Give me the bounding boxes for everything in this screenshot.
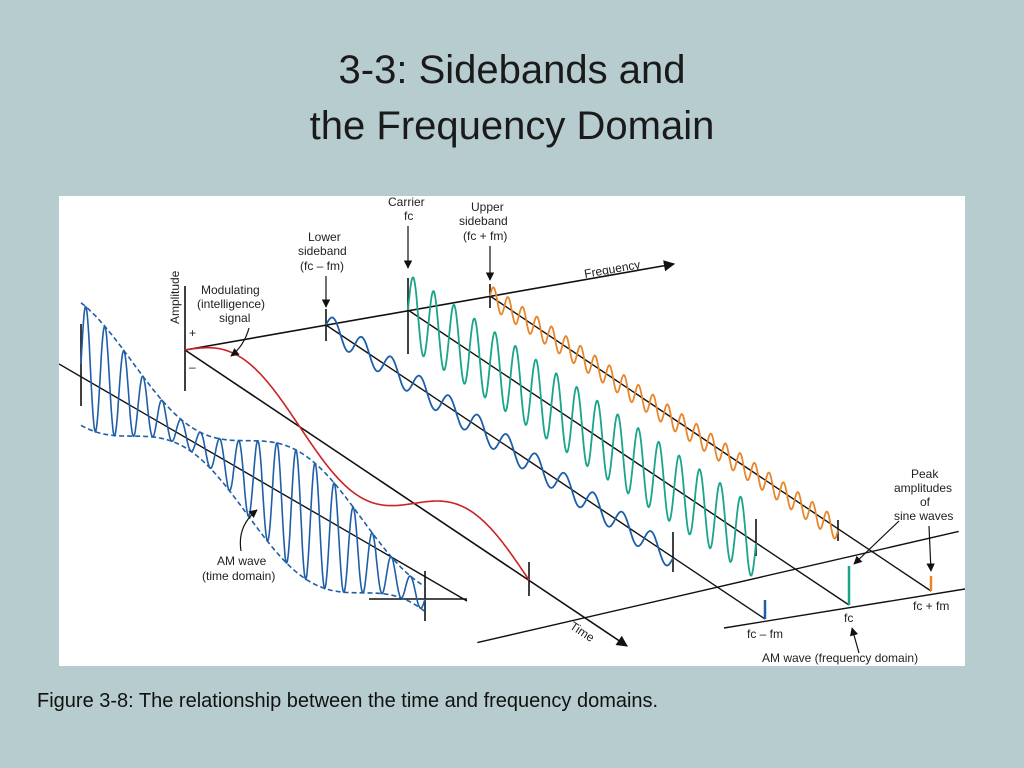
title-line-1: 3-3: Sidebands and — [338, 48, 686, 92]
title-line-2: the Frequency Domain — [309, 104, 715, 148]
am-time-axis — [59, 363, 468, 602]
upper-sideband-baseline — [489, 295, 932, 592]
frequency-domain-baseline — [723, 588, 965, 629]
am-frequency-domain-label: AM wave (frequency domain) — [762, 651, 918, 665]
am-envelope-top — [80, 302, 426, 588]
peak-label-2: amplitudes — [894, 481, 952, 495]
carrier-wave — [407, 276, 757, 577]
plus-sign: + — [189, 326, 196, 340]
carrier-label-1: Carrier — [388, 196, 425, 209]
time-axis — [184, 349, 628, 647]
am-time-label-2: (time domain) — [202, 569, 275, 583]
peak-label-4: sine waves — [894, 509, 953, 523]
peak-label-3: of — [920, 495, 931, 509]
lower-sideband-label-3: (fc – fm) — [300, 259, 344, 273]
modulating-label-1: Modulating — [201, 283, 260, 297]
figure-panel: Amplitude + – Frequency Time Modulating … — [59, 196, 965, 666]
am-time-domain-wave — [80, 305, 426, 609]
upper-sideband-label-2: sideband — [459, 214, 508, 228]
freq-carrier-label: fc — [844, 611, 853, 625]
frequency-domain-axis — [477, 530, 959, 644]
pointer-am-freq — [849, 627, 860, 654]
modulating-label-2: (intelligence) — [197, 297, 265, 311]
carrier-label-2: fc — [404, 209, 413, 223]
pointer-am-time — [239, 509, 258, 552]
minus-sign: – — [189, 360, 196, 374]
freq-lower-label: fc – fm — [747, 627, 783, 641]
diagram-svg: Amplitude + – Frequency Time Modulating … — [59, 196, 965, 665]
figure-caption: Figure 3-8: The relationship between the… — [37, 690, 659, 712]
peak-label-1: Peak — [911, 467, 939, 481]
lower-sideband-baseline — [325, 324, 766, 620]
pointer-modulating — [230, 327, 250, 357]
upper-sideband-label-1: Upper — [471, 200, 504, 214]
frequency-axis-label: Frequency — [583, 257, 641, 281]
upper-sideband-wave — [489, 286, 839, 540]
freq-upper-label: fc + fm — [913, 599, 949, 613]
lower-sideband-label-1: Lower — [308, 230, 341, 244]
modulating-label-3: signal — [219, 311, 250, 325]
am-envelope-bottom — [80, 424, 426, 613]
upper-sideband-label-3: (fc + fm) — [463, 229, 507, 243]
pointer-peak-carrier — [853, 520, 900, 565]
pointer-peak-upper — [926, 525, 935, 572]
lower-sideband-wave — [325, 316, 674, 567]
amplitude-axis-label: Amplitude — [168, 270, 182, 324]
modulating-signal-wave — [184, 346, 530, 581]
am-time-label-1: AM wave — [217, 554, 267, 568]
lower-sideband-label-2: sideband — [298, 244, 347, 258]
slide-title: 3-3: Sidebands and the Frequency Domain — [0, 42, 1024, 154]
carrier-baseline — [407, 309, 850, 606]
